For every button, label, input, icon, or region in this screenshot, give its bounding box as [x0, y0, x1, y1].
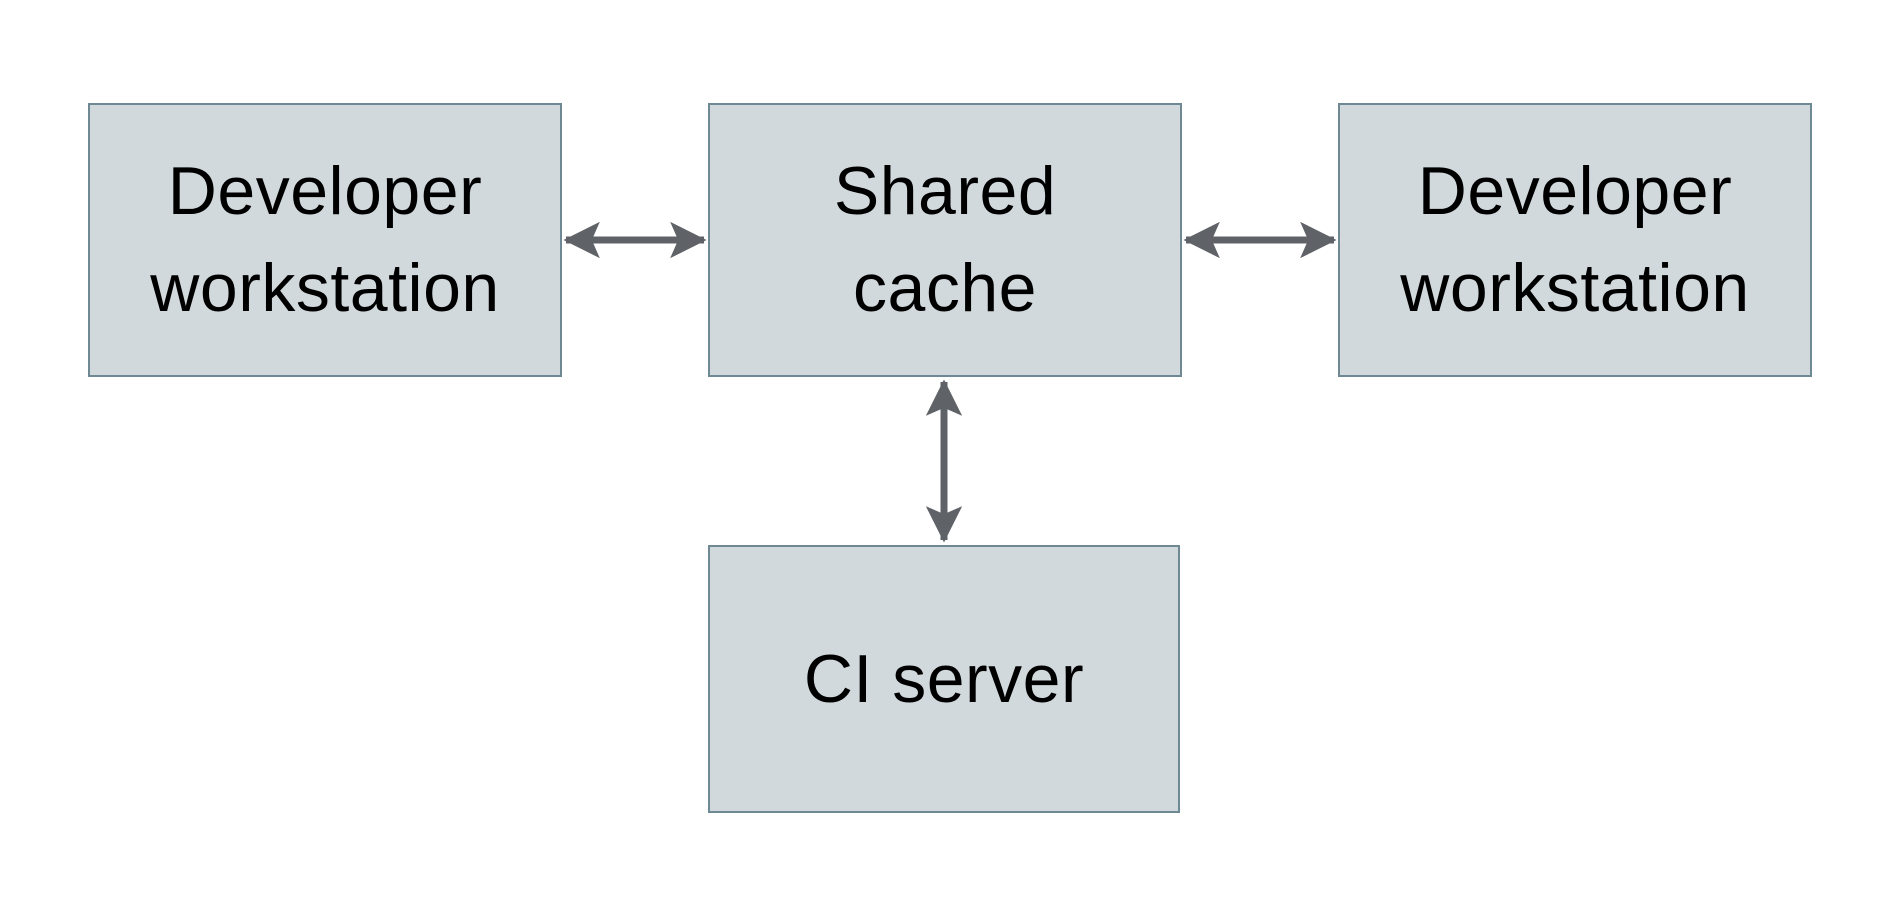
node-ci-server: CI server: [708, 545, 1180, 813]
node-label-line: Shared: [833, 153, 1057, 230]
node-label-line: Developer: [1417, 153, 1733, 230]
node-label-line: workstation: [1400, 250, 1750, 326]
node-label-line: cache: [853, 250, 1037, 326]
node-label-line: CI server: [803, 640, 1085, 717]
node-developer-workstation-left: Developer workstation: [88, 103, 562, 377]
node-label-line: workstation: [150, 250, 500, 326]
node-developer-workstation-right: Developer workstation: [1338, 103, 1812, 377]
node-label-line: Developer: [167, 153, 483, 230]
node-shared-cache: Shared cache: [708, 103, 1182, 377]
